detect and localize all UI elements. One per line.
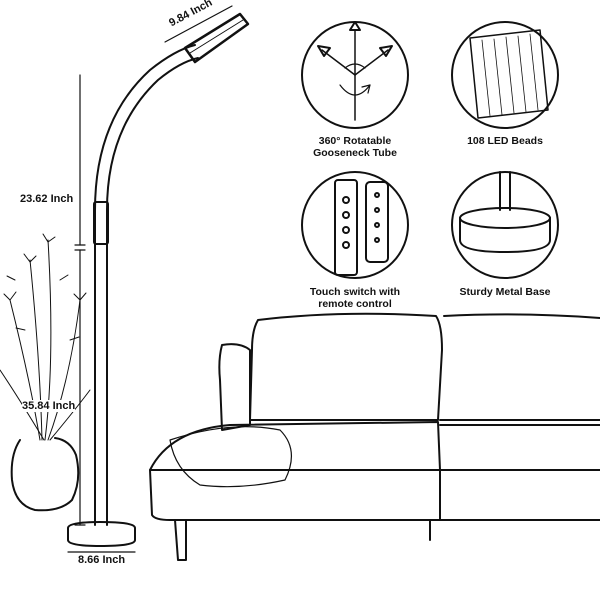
caption-line: Gooseneck Tube: [313, 147, 397, 159]
vase-with-flowers: [0, 233, 91, 512]
caption-line: Sturdy Metal Base: [459, 286, 551, 298]
feature-caption-led-beads: 108 LED Beads: [450, 135, 560, 147]
dimension-lines: [67, 5, 233, 553]
led-beads-icon: [451, 21, 559, 129]
metal-base-icon: [451, 171, 559, 279]
base-width-label: 8.66 Inch: [78, 554, 126, 566]
remote-control-icon: [301, 171, 409, 279]
caption-line: Touch switch with: [309, 286, 401, 298]
caption-line: 360° Rotatable: [318, 135, 392, 147]
gooseneck-rotation-icon: [301, 21, 409, 129]
caption-line: remote control: [318, 298, 392, 310]
floor-lamp: [67, 12, 250, 547]
upper-height-label: 23.62 Inch: [20, 193, 74, 205]
sofa: [149, 312, 600, 561]
lower-height-label: 35.84 Inch: [22, 400, 76, 412]
caption-line: 108 LED Beads: [467, 135, 543, 147]
feature-caption-remote: Touch switch with remote control: [300, 286, 410, 310]
feature-caption-gooseneck: 360° Rotatable Gooseneck Tube: [300, 135, 410, 159]
feature-caption-metal-base: Sturdy Metal Base: [450, 286, 560, 298]
